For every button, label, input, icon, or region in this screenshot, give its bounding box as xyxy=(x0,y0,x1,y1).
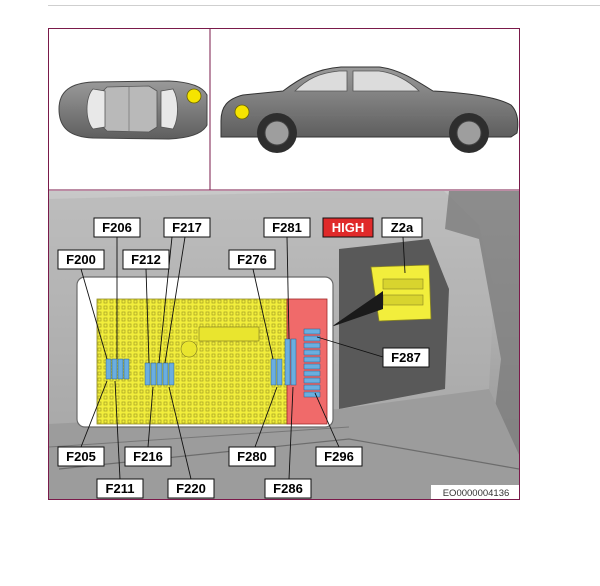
label-f296: F296 xyxy=(315,446,363,467)
label-f211: F211 xyxy=(96,478,144,499)
label-f206: F206 xyxy=(93,217,141,238)
label-f217: F217 xyxy=(163,217,211,238)
label-f281: F281 xyxy=(263,217,311,238)
fuse-group-f276-f280 xyxy=(270,358,283,386)
pointer-triangle xyxy=(331,291,383,327)
svg-text:F206: F206 xyxy=(102,220,132,235)
label-z2a: Z2a xyxy=(381,217,423,238)
svg-text:F287: F287 xyxy=(391,350,421,365)
top-divider-line xyxy=(48,5,600,6)
trunk-fuse-box-view xyxy=(49,191,519,499)
svg-text:F205: F205 xyxy=(66,449,96,464)
fuse-box-location-marker-top xyxy=(186,88,202,104)
label-high: HIGH xyxy=(322,217,374,238)
svg-text:Z2a: Z2a xyxy=(391,220,414,235)
svg-text:F286: F286 xyxy=(273,481,303,496)
label-f220: F220 xyxy=(167,478,215,499)
svg-text:F296: F296 xyxy=(324,449,354,464)
fuse-group-f281-f286 xyxy=(284,338,297,386)
car-side-view xyxy=(220,66,519,153)
svg-text:HIGH: HIGH xyxy=(332,220,365,235)
diagram-frame: F206 F217 F281 HIGH Z2a F200 F212 F276 F… xyxy=(48,28,520,500)
label-f200: F200 xyxy=(57,249,105,270)
svg-text:F212: F212 xyxy=(131,252,161,267)
fuse-group-f287-f296 xyxy=(303,328,321,398)
svg-text:F281: F281 xyxy=(272,220,302,235)
image-code-label: EO0000004136 xyxy=(431,485,519,499)
z2a-component xyxy=(370,264,432,322)
fuse-group-f212-f220 xyxy=(144,362,175,386)
svg-text:F220: F220 xyxy=(176,481,206,496)
label-f212: F212 xyxy=(122,249,170,270)
car-top-view xyxy=(58,80,208,140)
svg-text:F216: F216 xyxy=(133,449,163,464)
leader-lines xyxy=(80,236,406,480)
svg-text:EO0000004136: EO0000004136 xyxy=(443,488,510,499)
label-f286: F286 xyxy=(264,478,312,499)
fuse-group-f200-f211 xyxy=(105,358,130,380)
label-f276: F276 xyxy=(228,249,276,270)
svg-text:F211: F211 xyxy=(106,481,135,496)
label-f287: F287 xyxy=(382,347,430,368)
svg-text:F217: F217 xyxy=(172,220,202,235)
fuse-location-diagram: F206 F217 F281 HIGH Z2a F200 F212 F276 F… xyxy=(49,29,519,499)
fuse-box-location-marker-side xyxy=(234,104,250,120)
label-f205: F205 xyxy=(57,446,105,467)
label-f280: F280 xyxy=(228,446,276,467)
svg-text:F276: F276 xyxy=(237,252,267,267)
svg-text:F280: F280 xyxy=(237,449,267,464)
label-f216: F216 xyxy=(124,446,172,467)
svg-text:F200: F200 xyxy=(66,252,96,267)
